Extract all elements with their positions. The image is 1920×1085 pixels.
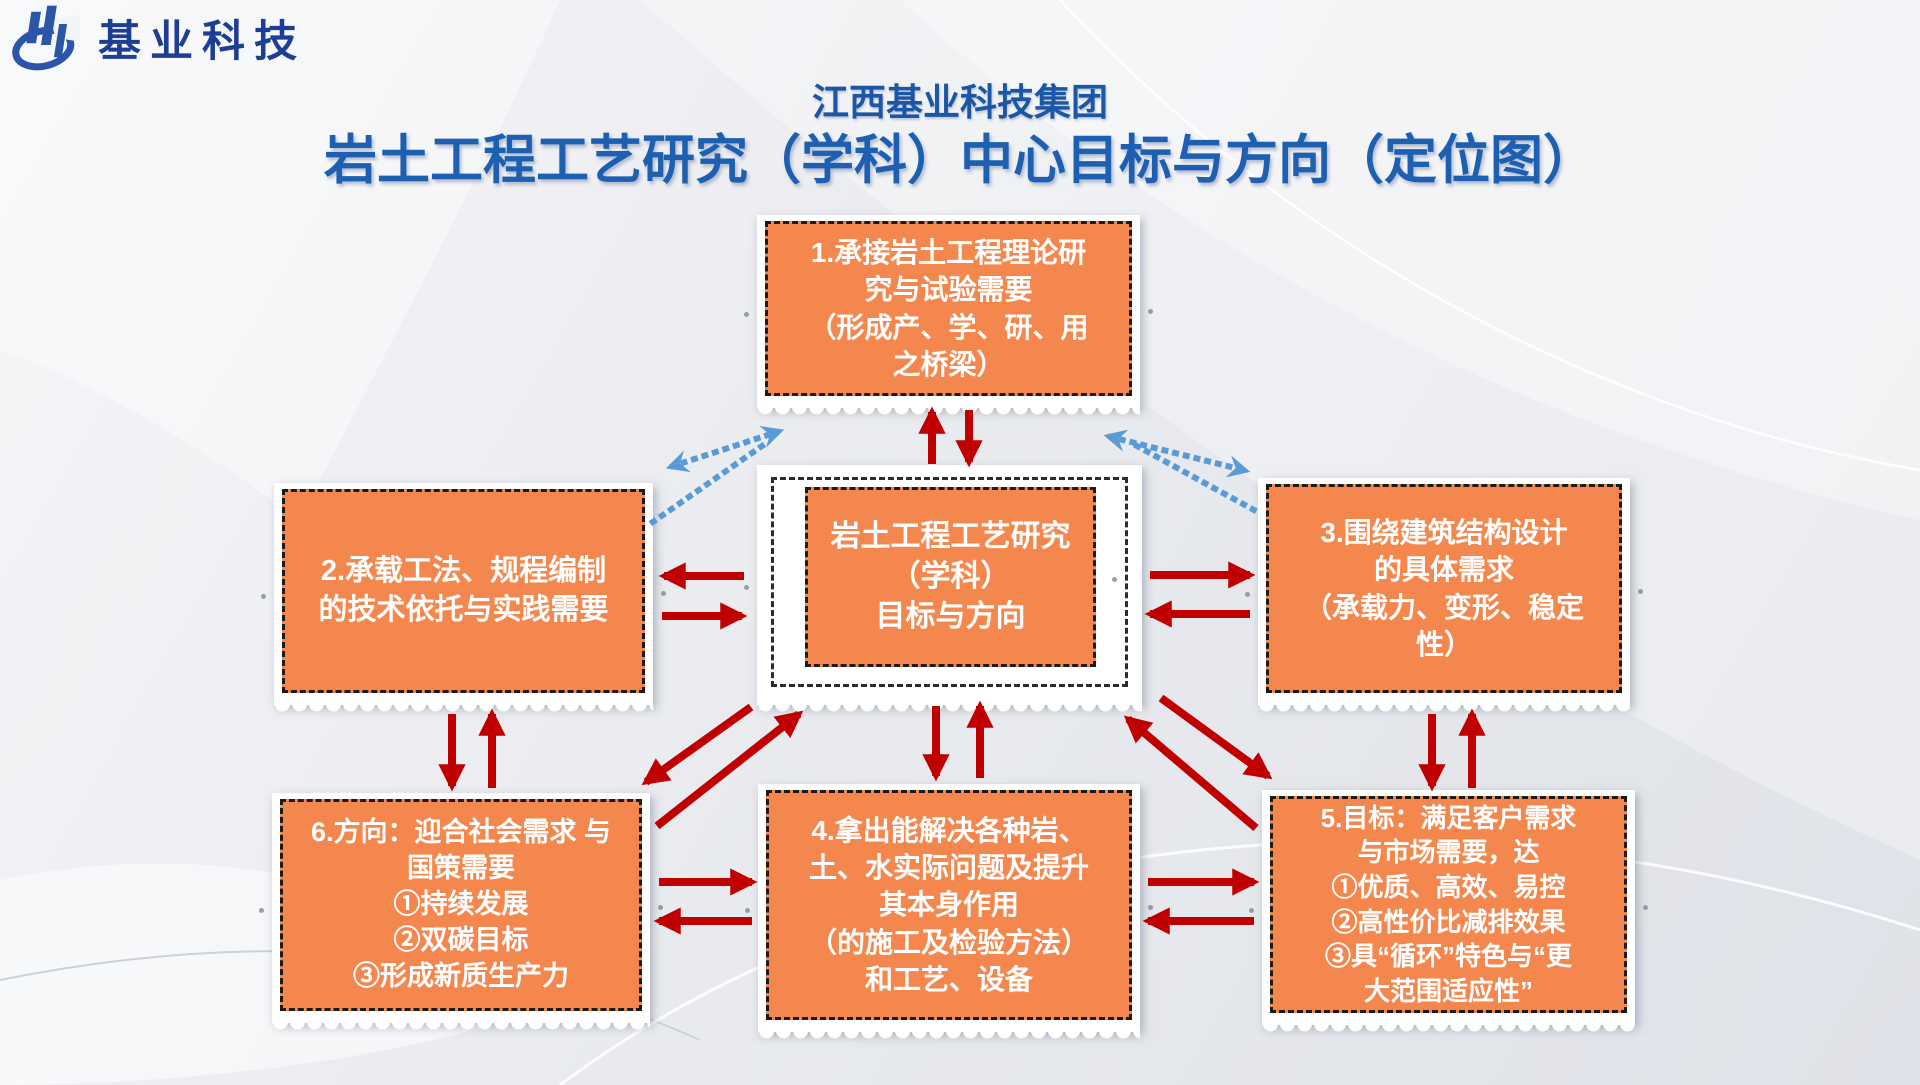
box-2-text: 2.承载工法、规程编制 的技术依托与实践需要 [282, 489, 666, 693]
company-logo: 基业科技 [10, 2, 306, 74]
box-center-goal-direction: 岩土工程工艺研究 （学科） 目标与方向 [744, 465, 1142, 714]
box-4-text: 4.拿出能解决各种岩、 土、水实际问题及提升 其本身作用 （的施工及检验方法） … [766, 790, 1153, 1020]
box-1-text: 1.承接岩土工程理论研 究与试验需要 （形成产、学、研、用 之桥梁） [765, 221, 1153, 396]
box-6-direction: 6.方向：迎合社会需求 与 国策需要 ①持续发展 ②双碳目标 ③形成新质生产力 [259, 793, 663, 1032]
company-logo-text: 基业科技 [98, 18, 306, 66]
box-2-method-codes: 2.承载工法、规程编制 的技术依托与实践需要 [261, 483, 666, 714]
box-3-structural-design-needs: 3.围绕建筑结构设计 的具体需求 （承载力、变形、稳定 性） [1245, 478, 1643, 714]
box-4-solutions-methods-equipment: 4.拿出能解决各种岩、 土、水实际问题及提升 其本身作用 （的施工及检验方法） … [745, 784, 1153, 1041]
box-6-text: 6.方向：迎合社会需求 与 国策需要 ①持续发展 ②双碳目标 ③形成新质生产力 [280, 799, 663, 1011]
slide-subtitle: 江西基业科技集团 [812, 82, 1108, 123]
box-1-theory-research: 1.承接岩土工程理论研 究与试验需要 （形成产、学、研、用 之桥梁） [744, 215, 1153, 417]
company-logo-icon [12, 5, 80, 71]
center-selection-dashed-border [771, 477, 1128, 687]
box-5-text: 5.目标：满足客户需求 与市场需要，达 ①优质、高效、易控 ②高性价比减排效果 … [1270, 796, 1648, 1013]
page-title: 岩土工程工艺研究（学科）中心目标与方向（定位图） [324, 131, 1596, 190]
box-3-text: 3.围绕建筑结构设计 的具体需求 （承载力、变形、稳定 性） [1266, 484, 1643, 693]
box-5-goals: 5.目标：满足客户需求 与市场需要，达 ①优质、高效、易控 ②高性价比减排效果 … [1249, 790, 1648, 1034]
box-center-text: 岩土工程工艺研究 （学科） 目标与方向 [805, 487, 1117, 667]
